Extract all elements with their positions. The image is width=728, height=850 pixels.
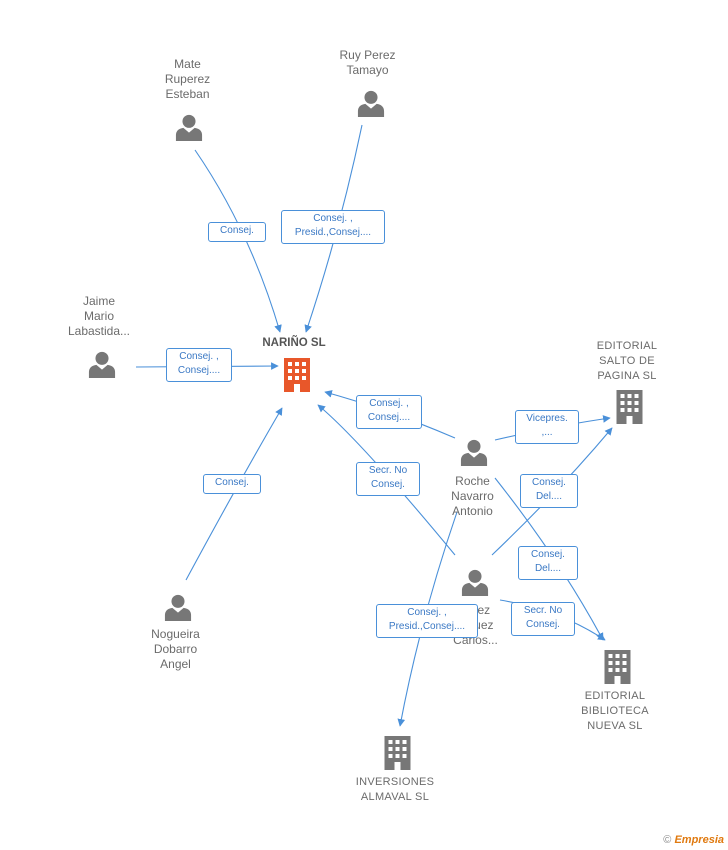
building-icon[interactable] — [616, 390, 643, 424]
building-icon[interactable] — [384, 736, 411, 770]
edge-label-roche-biblio[interactable]: Consej. Del.... — [518, 546, 578, 580]
person-icon[interactable] — [461, 569, 489, 596]
edge-label-roche-invers[interactable]: Consej. , Presid.,Consej.... — [376, 604, 478, 638]
person-icon[interactable] — [460, 439, 488, 466]
edge-label-mate[interactable]: Consej. — [208, 222, 266, 242]
person-label-nogueira[interactable]: Nogueira Dobarro Angel — [151, 627, 200, 671]
person-icon[interactable] — [88, 351, 116, 378]
brand-logo[interactable]: Empresia — [674, 834, 724, 846]
center-company-label[interactable]: NARIÑO SL — [262, 337, 326, 349]
edge-label-carlos-biblio[interactable]: Secr. No Consej. — [511, 602, 575, 636]
edge-label-roche-nario[interactable]: Consej. , Consej.... — [356, 395, 422, 429]
building-icon[interactable] — [604, 650, 631, 684]
person-label-ruy[interactable]: Ruy Perez Tamayo — [339, 48, 396, 77]
edge-label-jaime[interactable]: Consej. , Consej.... — [166, 348, 232, 382]
company-label-inversiones[interactable]: INVERSIONES ALMAVAL SL — [355, 776, 435, 803]
building-icon-center[interactable] — [284, 358, 310, 392]
edge-label-nogueira[interactable]: Consej. — [203, 474, 261, 494]
copyright-symbol: © — [663, 834, 672, 846]
person-icon[interactable] — [357, 90, 385, 117]
edge-label-ruy[interactable]: Consej. , Presid.,Consej.... — [281, 210, 385, 244]
edge-nogueira — [185, 407, 283, 581]
person-icon[interactable] — [164, 594, 192, 621]
edge-label-roche-salto[interactable]: Vicepres. ,... — [515, 410, 579, 444]
footer: © Empresia — [663, 834, 724, 846]
edge-carlos-nario — [317, 404, 456, 556]
person-icon[interactable] — [175, 114, 203, 141]
person-label-roche[interactable]: Roche Navarro Antonio — [451, 474, 494, 518]
company-label-salto[interactable]: EDITORIAL SALTO DE PAGINA SL — [596, 340, 658, 382]
person-label-mate[interactable]: Mate Ruperez Esteban — [164, 57, 211, 101]
person-label-jaime[interactable]: Jaime Mario Labastida... — [67, 294, 131, 338]
edge-label-carlos-nario[interactable]: Secr. No Consej. — [356, 462, 420, 496]
company-label-biblioteca[interactable]: EDITORIAL BIBLIOTECA NUEVA SL — [581, 690, 649, 732]
edge-label-carlos-salto[interactable]: Consej. Del.... — [520, 474, 578, 508]
